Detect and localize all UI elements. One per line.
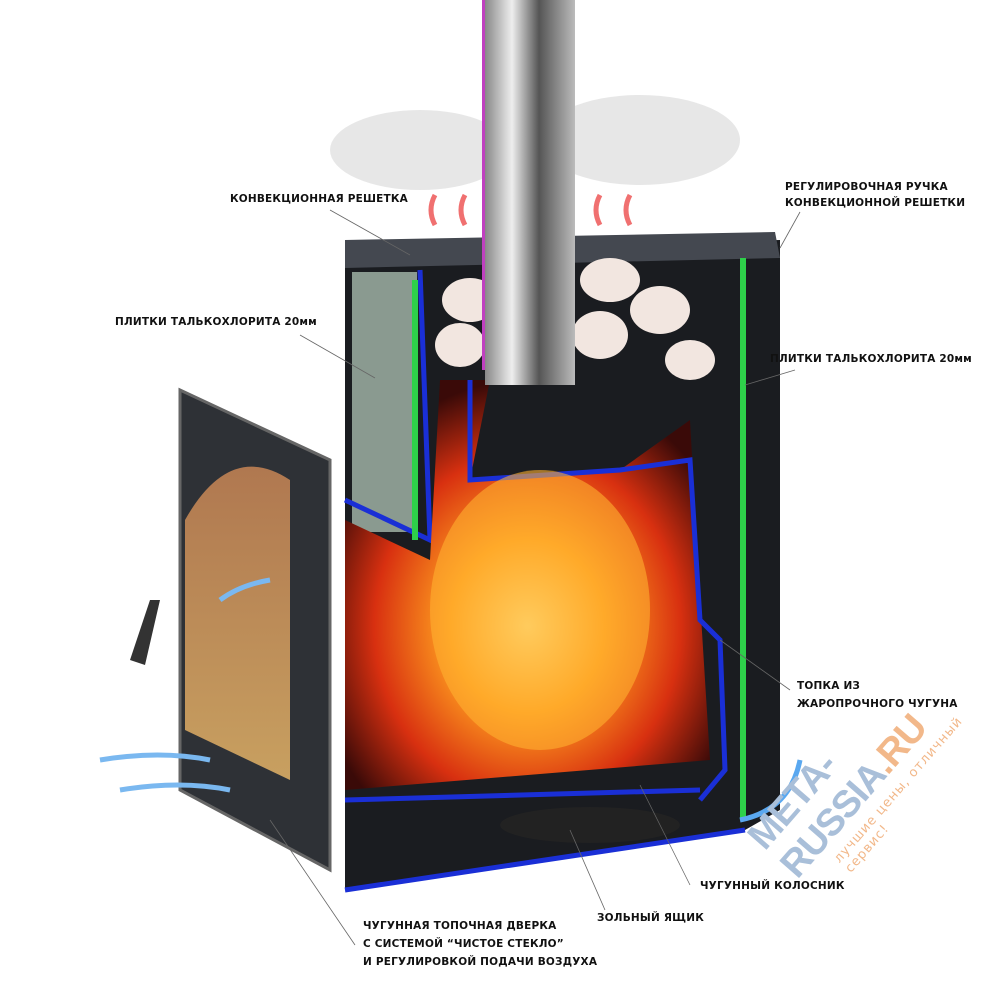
label-tiles-right: ПЛИТКИ ТАЛЬКОХЛОРИТА 20мм xyxy=(770,353,972,365)
label-ash-box: ЗОЛЬНЫЙ ЯЩИК xyxy=(597,912,704,924)
label-tiles-left: ПЛИТКИ ТАЛЬКОХЛОРИТА 20мм xyxy=(115,316,317,328)
steam-clouds xyxy=(330,95,740,190)
label-grate: ЧУГУННЫЙ КОЛОСНИК xyxy=(700,880,845,892)
fire-door xyxy=(130,387,332,873)
label-door-3: И РЕГУЛИРОВКОЙ ПОДАЧИ ВОЗДУХА xyxy=(363,956,598,968)
label-grate-handle-2: КОНВЕКЦИОННОЙ РЕШЕТКИ xyxy=(785,197,966,209)
label-door-1: ЧУГУННАЯ ТОПОЧНАЯ ДВЕРКА xyxy=(363,920,557,932)
fire-flames xyxy=(430,470,650,750)
air-flow-arrows xyxy=(99,193,803,823)
leader-lines xyxy=(269,209,801,946)
chimney-pipe xyxy=(485,0,575,385)
door-handle xyxy=(130,600,160,665)
ash-pile xyxy=(500,807,680,843)
label-grate-handle-1: РЕГУЛИРОВОЧНАЯ РУЧКА xyxy=(785,181,948,193)
label-door-2: С СИСТЕМОЙ “ЧИСТОЕ СТЕКЛО” xyxy=(363,938,564,950)
label-firebox-2: ЖАРОПРОЧНОГО ЧУГУНА xyxy=(797,698,958,710)
label-convection-grate: КОНВЕКЦИОННАЯ РЕШЕТКА xyxy=(229,193,408,205)
label-firebox-1: ТОПКА ИЗ xyxy=(797,680,861,692)
